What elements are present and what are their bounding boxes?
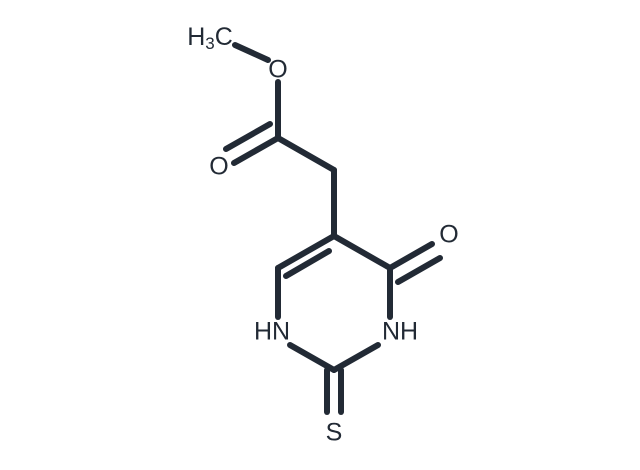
ring-ketone-oxygen: O (439, 221, 458, 249)
methyl-label: H3C (187, 23, 233, 54)
methyl-c: C (215, 23, 233, 51)
methyl-sub: 3 (205, 34, 214, 53)
bond-c4-ketone-1 (387, 241, 435, 271)
bond-c5-c6 (275, 233, 337, 271)
bond-c2-n3 (331, 342, 381, 373)
bond-n1-c2 (287, 342, 337, 373)
nh-right-label: NH (382, 318, 418, 346)
bond-carbonyl-ch2 (275, 135, 337, 173)
bond-methyl-ester-o (232, 42, 271, 63)
bond-carbonyl-double-1 (231, 135, 281, 166)
ester-oxygen: O (268, 56, 287, 84)
bonds (223, 42, 443, 415)
atom-labels: H3C O O O HN NH S (187, 23, 459, 447)
carbonyl-oxygen: O (209, 153, 228, 181)
bond-c5-c6-inner (283, 248, 332, 279)
methyl-h: H (187, 23, 205, 51)
nh-left-label: HN (254, 318, 290, 346)
bond-c4-ketone-2 (395, 255, 443, 285)
bond-carbonyl-double-2 (223, 121, 273, 152)
thione-sulfur: S (326, 419, 343, 447)
bond-c4-c5 (331, 233, 393, 271)
